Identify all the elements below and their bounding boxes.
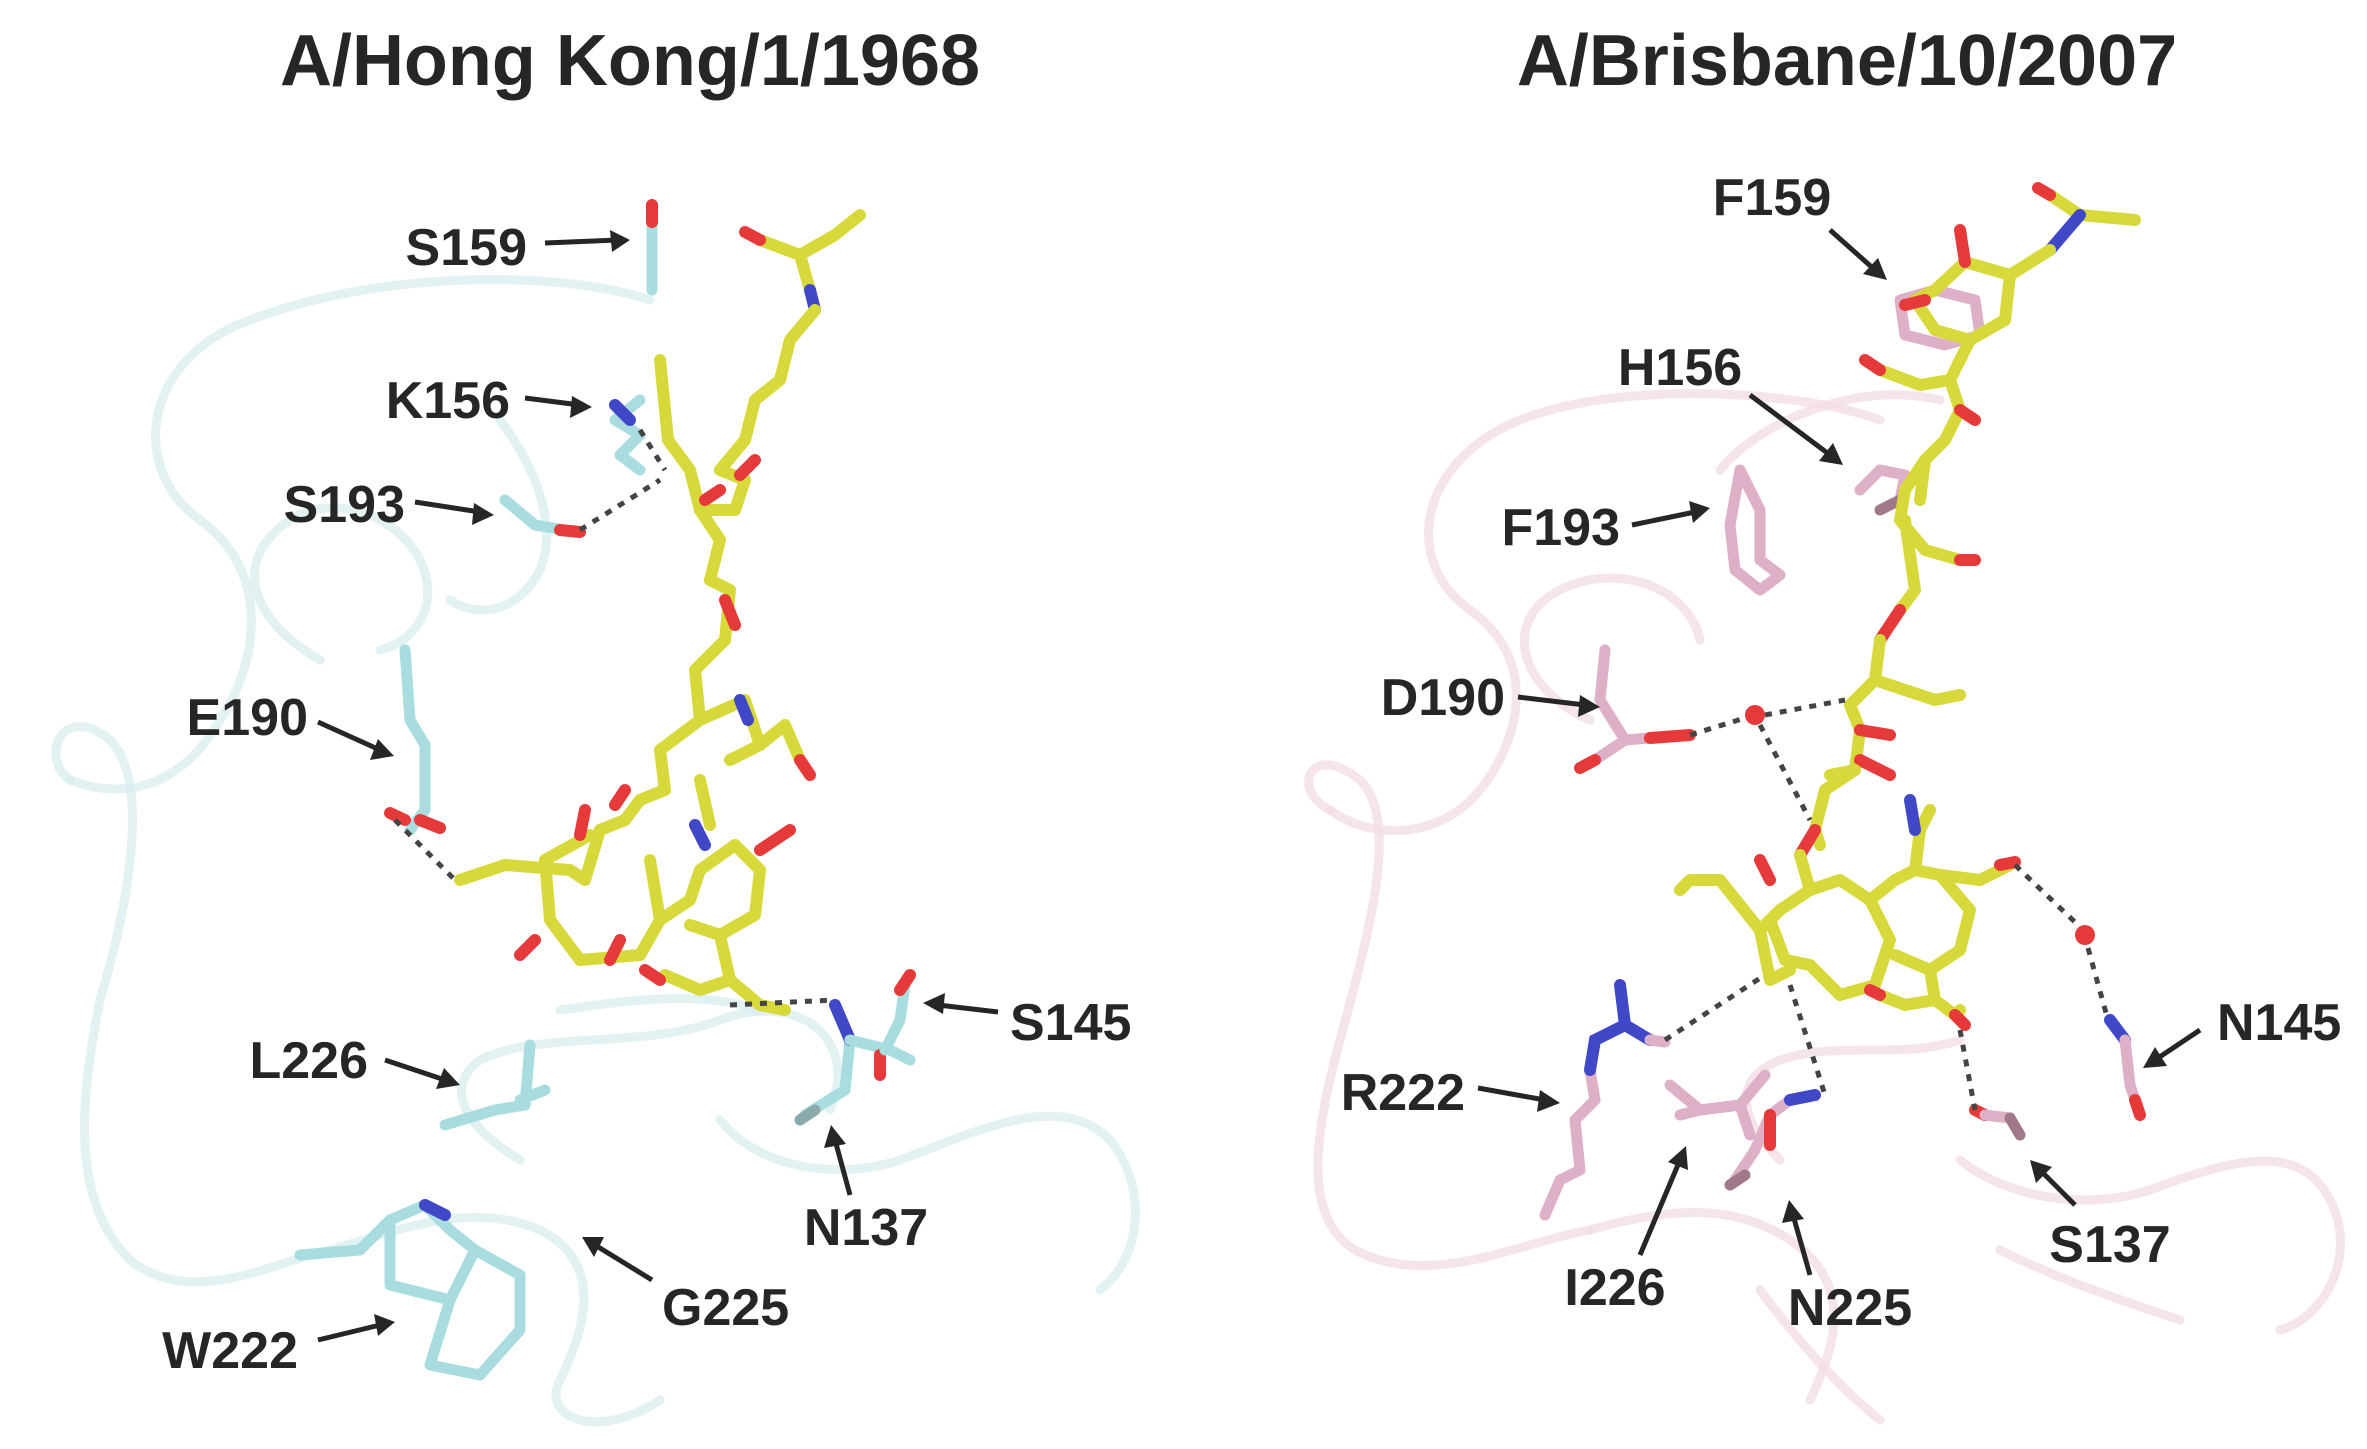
residue-l226-left [439,1039,551,1131]
arrowhead [610,230,630,252]
label-s159-left: S159 [406,219,630,277]
protein-ribbon-right [1304,389,2345,1425]
svg-text:I226: I226 [1564,1259,1665,1317]
arrowhead [570,396,592,418]
arrowhead [923,993,945,1014]
arrowhead [1537,1090,1560,1112]
arrowhead [1863,258,1887,280]
panel-title-right: A/Brisbane/10/2007 [1517,21,2177,101]
arrowhead [436,1068,460,1089]
arrowhead [1819,443,1843,465]
arrowhead [1689,501,1710,523]
residue-w222-left [294,1199,526,1381]
svg-text:N225: N225 [1788,1279,1912,1337]
arrowhead [1578,695,1600,717]
label-s145-left: S145 [923,993,1131,1052]
label-f193-right: F193 [1501,499,1710,557]
residue-n225-right [1724,1089,1821,1191]
residue-r222-right [1539,979,1671,1221]
label-f159-right: F159 [1713,169,1887,280]
label-d190-right: D190 [1381,669,1600,727]
arrowhead [370,739,394,760]
protein-ribbon-left [51,275,1140,1427]
label-n145-right: N145 [2143,994,2341,1068]
svg-text:R222: R222 [1341,1064,1465,1122]
svg-text:S137: S137 [2049,1216,2170,1274]
label-s193-left: S193 [284,476,494,534]
label-g225-left: G225 [582,1237,789,1337]
arrowhead [2143,1047,2167,1068]
panel-brisbane: A/Brisbane/10/2007 [1304,21,2345,1425]
svg-text:N137: N137 [804,1199,928,1257]
arrowhead [374,1314,395,1336]
arrowhead [1668,1146,1688,1170]
residue-s193-left [499,494,586,538]
panel-hong-kong: A/Hong Kong/1/1968 [51,21,1140,1427]
residue-s145-left [879,969,916,1056]
svg-text:S193: S193 [284,476,405,534]
arrowhead [2030,1160,2052,1183]
svg-text:L226: L226 [249,1032,368,1090]
label-n137-left: N137 [804,1125,928,1257]
arrowhead [824,1125,846,1148]
label-i226-right: I226 [1564,1146,1688,1317]
hbonds-right [1663,697,2111,1111]
residue-k156-left [609,394,646,476]
residue-e190-left [384,644,446,836]
svg-text:H156: H156 [1618,339,1742,397]
residue-f193-right [1724,464,1786,596]
svg-text:D190: D190 [1381,669,1505,727]
svg-text:K156: K156 [386,372,510,430]
label-w222-left: W222 [162,1314,395,1380]
label-n225-right: N225 [1782,1200,1912,1337]
arrowhead [582,1237,604,1257]
label-s137-right: S137 [2030,1160,2171,1274]
svg-text:F193: F193 [1501,499,1620,557]
hbonds-left [393,428,836,1008]
label-l226-left: L226 [249,1032,460,1090]
arrowhead [472,503,494,525]
residue-d190-right [1574,644,1696,774]
svg-text:N145: N145 [2217,994,2341,1052]
arrowhead [1782,1200,1804,1223]
svg-text:W222: W222 [162,1322,298,1380]
label-r222-right: R222 [1341,1064,1560,1122]
svg-text:G225: G225 [662,1279,789,1337]
label-e190-left: E190 [187,689,394,760]
water-molecule [2075,925,2095,945]
svg-text:F159: F159 [1713,169,1832,227]
water-molecule [1745,705,1765,725]
panel-title-left: A/Hong Kong/1/1968 [280,21,980,101]
ligand-right [1674,182,2141,1031]
svg-text:S145: S145 [1010,994,1131,1052]
svg-text:E190: E190 [187,689,308,747]
residue-s137-right [1969,1104,2026,1141]
ligand-left [454,209,866,1016]
label-h156-right: H156 [1618,339,1843,465]
residue-n145-right [2104,1014,2146,1121]
svg-text:S159: S159 [406,219,527,277]
residue-i226-right [1664,1069,1771,1141]
label-k156-left: K156 [386,372,592,430]
